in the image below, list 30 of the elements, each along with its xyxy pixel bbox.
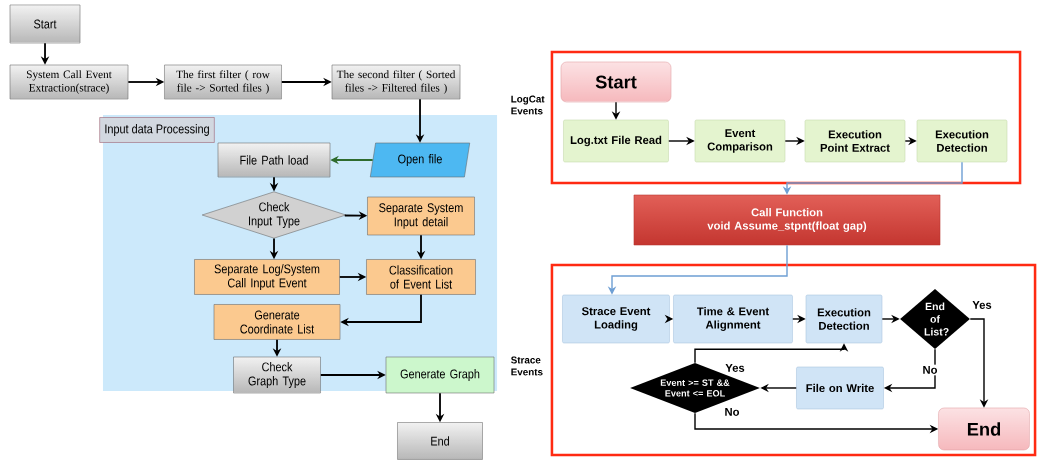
region-heading: Input data Processing <box>99 117 215 143</box>
process-box: Execution Detection <box>805 294 883 344</box>
process-box: Time & Event Alignment <box>673 294 793 344</box>
process-box: The first filter ( row file -> Sorted files ) <box>164 64 282 100</box>
process-box: Strace Event Loading <box>562 294 670 344</box>
process-box: Start <box>9 4 81 44</box>
terminal-box: Start <box>560 61 672 103</box>
process-box: Generate Coordinate List <box>213 304 341 340</box>
process-box: Check Graph Type <box>233 356 321 394</box>
terminal-box: End <box>938 407 1030 451</box>
process-box: File Path load <box>217 142 331 178</box>
function-box: Call Function void Assume_stpnt(float gap) <box>633 194 941 246</box>
process-box: File on Write <box>796 366 884 410</box>
edge-label: Yes <box>723 362 747 374</box>
frame-heading: LogCat Events <box>511 95 545 115</box>
process-box: Separate System Input detail <box>367 196 475 236</box>
edge-label: No <box>921 364 939 376</box>
process-box: Separate Log/System Call Input Event <box>194 259 340 295</box>
process-box: Execution Point Extract <box>804 119 906 163</box>
process-box: The second filter ( Sorted files -> Filtered files ) <box>331 64 461 100</box>
frame-heading: Strace Events <box>511 356 543 376</box>
edge-label: Yes <box>970 299 994 311</box>
input-parallelogram: Open file <box>370 142 470 178</box>
process-box: Generate Graph <box>385 356 495 394</box>
process-box: System Call Event Extraction(strace) <box>9 64 129 100</box>
process-box: Execution Detection <box>916 119 1008 163</box>
process-box: Log.txt File Read <box>563 119 669 163</box>
process-box: Event Comparison <box>694 119 786 163</box>
process-box: Classification of Event List <box>366 259 476 295</box>
process-box: End <box>397 422 483 460</box>
